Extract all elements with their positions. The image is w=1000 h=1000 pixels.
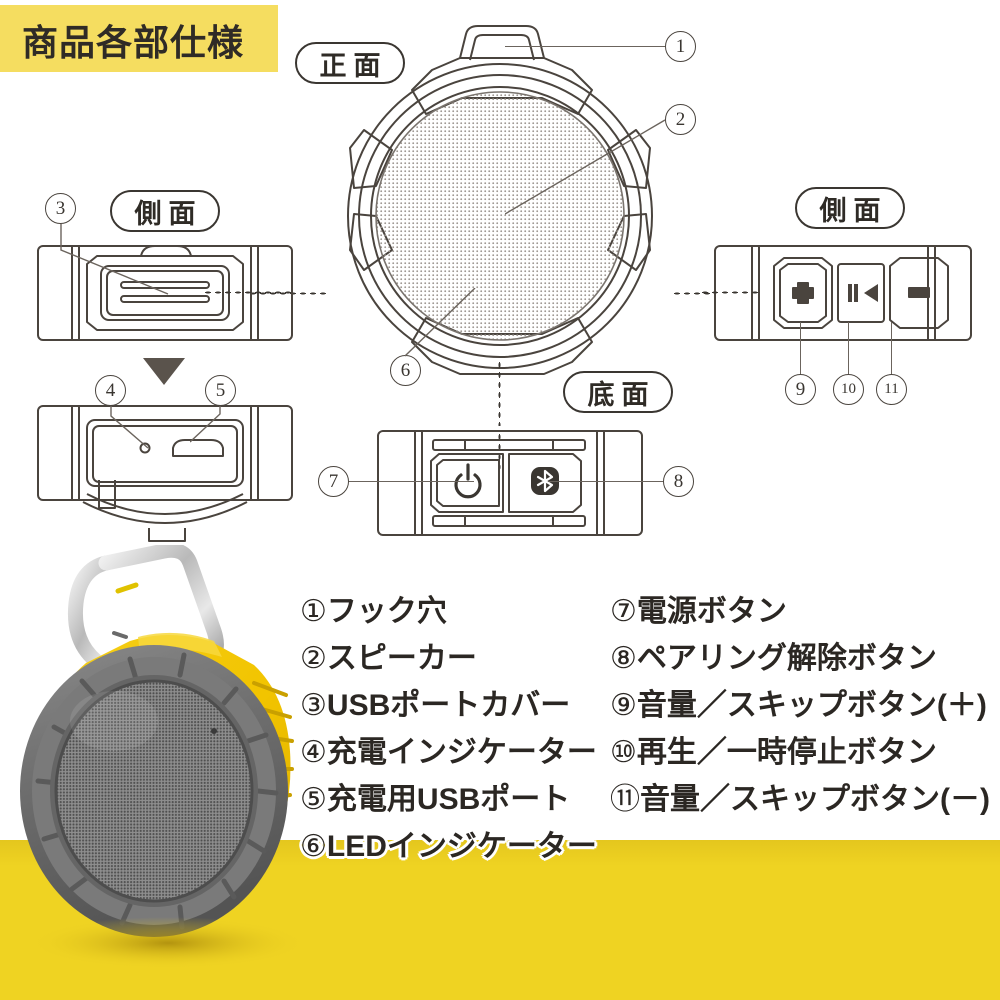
flip-direction-triangle [143, 358, 185, 385]
legend-number-1: ① [300, 594, 327, 629]
legend-number-4: ④ [300, 735, 327, 770]
page-title: 商品各部仕様 [22, 22, 245, 63]
legend-item-10: ⑩再生／一時停止ボタン [610, 729, 990, 776]
legend-label-8: ペアリング解除ボタン [636, 642, 937, 675]
callout-11: 11 [876, 374, 907, 405]
callout-3: 3 [45, 193, 76, 224]
header-banner [0, 5, 278, 72]
legend-item-1: ①フック穴 [300, 588, 597, 635]
leader-line-10 [848, 322, 850, 374]
product-photo [18, 542, 328, 975]
callout-9: 9 [785, 374, 816, 405]
legend-number-10: ⑩ [610, 735, 637, 770]
legend-number-11: ⑪ [610, 782, 640, 817]
legend-label-10: 再生／一時停止ボタン [636, 736, 937, 769]
leader-line-1 [505, 46, 665, 48]
speaker-bumper-ring [20, 645, 288, 937]
view-title-side-right: 側面 [795, 187, 905, 229]
legend-number-7: ⑦ [610, 594, 637, 629]
leader-line-3 [60, 224, 169, 295]
legend-label-3: USBポートカバー [326, 689, 571, 722]
front-view-drawing [347, 25, 653, 375]
callout-8: 8 [663, 466, 694, 497]
legend-number-2: ② [300, 641, 327, 676]
legend-column-right: ⑦電源ボタン ⑧ペアリング解除ボタン ⑨音量／スキップボタン(＋) ⑩再生／一時… [610, 588, 990, 823]
callout-10: 10 [833, 374, 864, 405]
legend-number-3: ③ [300, 688, 327, 723]
center-axis-vertical [498, 360, 501, 426]
legend-item-4: ④充電インジケーター [300, 729, 597, 776]
leader-line-7 [349, 481, 474, 483]
legend-item-11: ⑪音量／スキップボタン(－) [610, 776, 990, 823]
view-title-side-left: 側面 [110, 190, 220, 232]
view-title-bottom: 底面 [563, 371, 673, 413]
legend-column-left: ①フック穴 ②スピーカー ③USBポートカバー ④充電インジケーター ⑤充電用U… [300, 588, 597, 870]
leader-line-9 [800, 322, 802, 374]
legend-item-6: ⑥LEDインジケーター [300, 823, 597, 870]
leader-line-6 [405, 288, 476, 357]
legend-item-9: ⑨音量／スキップボタン(＋) [610, 682, 990, 729]
legend-number-6: ⑥ [300, 829, 327, 864]
center-axis-side-right [700, 291, 758, 294]
leader-line-11 [891, 322, 893, 374]
legend-item-2: ②スピーカー [300, 635, 597, 682]
callout-5: 5 [205, 375, 236, 406]
center-axis-right [672, 292, 714, 295]
legend-label-1: フック穴 [326, 595, 447, 628]
leader-line-2 [505, 119, 666, 215]
callout-4: 4 [95, 375, 126, 406]
legend-label-11: 音量／スキップボタン(－) [640, 783, 990, 816]
center-axis-side-left [203, 291, 295, 294]
legend-label-6: LEDインジケーター [326, 830, 597, 863]
legend-number-9: ⑨ [610, 688, 637, 723]
legend-label-4: 充電インジケーター [326, 736, 597, 769]
callout-2: 2 [665, 104, 696, 135]
legend-item-3: ③USBポートカバー [300, 682, 597, 729]
callout-7: 7 [318, 466, 349, 497]
leader-line-8 [548, 481, 663, 483]
legend-label-9: 音量／スキップボタン(＋) [636, 689, 987, 722]
bottom-view-drawing [377, 430, 643, 536]
callout-1: 1 [665, 31, 696, 62]
legend-item-5: ⑤充電用USBポート [300, 776, 597, 823]
view-title-front: 正面 [295, 42, 405, 84]
side-left-open-drawing [37, 405, 293, 542]
callout-6: 6 [390, 355, 421, 386]
legend-label-7: 電源ボタン [636, 595, 787, 628]
leader-line-5 [190, 406, 221, 443]
legend-item-8: ⑧ペアリング解除ボタン [610, 635, 990, 682]
legend-item-7: ⑦電源ボタン [610, 588, 990, 635]
legend-label-2: スピーカー [326, 642, 477, 675]
legend-label-5: 充電用USBポート [326, 783, 571, 816]
legend-number-8: ⑧ [610, 641, 637, 676]
leader-line-4 [110, 406, 149, 449]
legend-number-5: ⑤ [300, 782, 327, 817]
